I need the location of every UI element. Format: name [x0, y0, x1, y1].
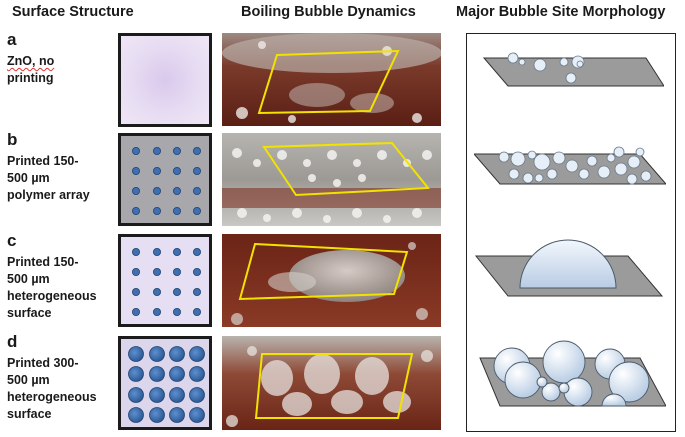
row-label-c-line-2: 500 µm	[7, 272, 50, 286]
row-label-c-line-3: heterogeneous	[7, 289, 97, 303]
row-label-c: Printed 150- 500 µm heterogeneous surfac…	[7, 254, 117, 322]
row-label-b-line-2: 500 µm	[7, 171, 50, 185]
dot-array-d	[128, 346, 205, 423]
row-label-b-line-1: Printed 150-	[7, 154, 79, 168]
surface-panel-d	[118, 336, 212, 430]
header-surface-structure: Surface Structure	[12, 4, 134, 20]
row-label-b: Printed 150- 500 µm polymer array	[7, 153, 117, 204]
boiling-photo-c	[222, 234, 441, 327]
row-letter-c: c	[7, 231, 17, 250]
row-label-a: ZnO, no printing	[7, 53, 117, 87]
row-letter-b: b	[7, 130, 18, 149]
boiling-photo-d	[222, 336, 441, 430]
row-label-d-line-4: surface	[7, 407, 52, 421]
dot-array-b	[131, 146, 202, 216]
row-label-a-line-1: ZnO, no	[7, 54, 55, 68]
surface-panel-a	[118, 33, 212, 127]
row-letter-a: a	[7, 30, 17, 49]
row-label-b-line-3: polymer array	[7, 188, 90, 202]
row-label-c-line-1: Printed 150-	[7, 255, 79, 269]
header-boiling-bubble-dynamics: Boiling Bubble Dynamics	[241, 4, 416, 20]
header-bubble-site-morphology: Major Bubble Site Morphology	[456, 4, 666, 20]
surface-panel-b	[118, 133, 212, 226]
morphology-b	[474, 140, 666, 190]
morphology-d	[474, 340, 666, 410]
row-label-c-line-4: surface	[7, 306, 52, 320]
row-label-a-line-2: printing	[7, 71, 54, 85]
dot-array-c	[131, 247, 202, 317]
morphology-frame	[466, 33, 676, 432]
boiling-photo-b	[222, 133, 441, 226]
row-letter-d: d	[7, 332, 18, 351]
surface-panel-c	[118, 234, 212, 327]
morphology-c	[474, 230, 664, 300]
row-label-d-line-3: heterogeneous	[7, 390, 97, 404]
row-label-d-line-2: 500 µm	[7, 373, 50, 387]
row-label-d-line-1: Printed 300-	[7, 356, 79, 370]
row-label-d: Printed 300- 500 µm heterogeneous surfac…	[7, 355, 117, 423]
morphology-a	[478, 48, 664, 98]
boiling-photo-a	[222, 33, 441, 126]
